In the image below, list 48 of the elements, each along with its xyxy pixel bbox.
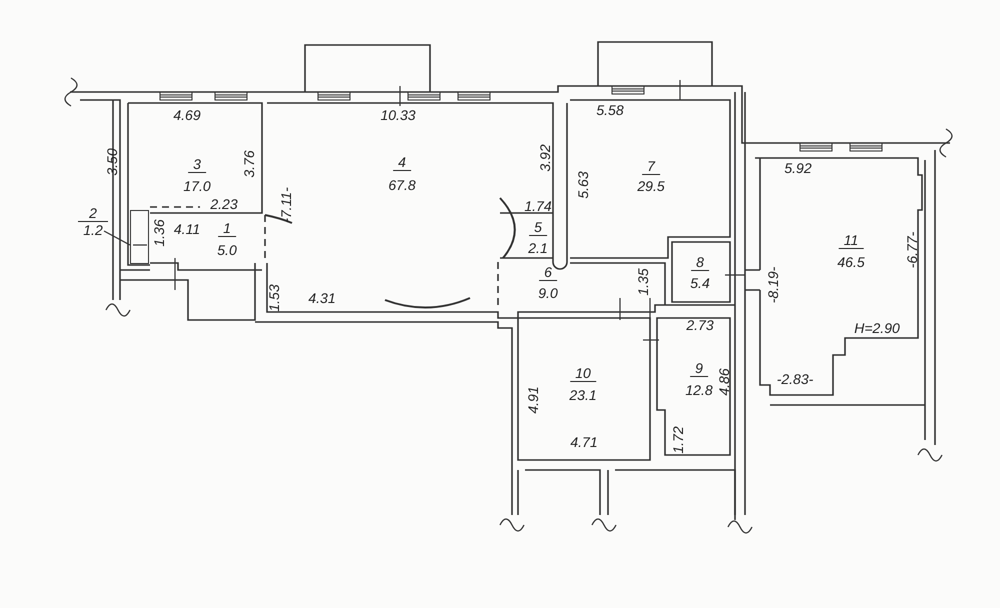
dimension-label: 5.4: [690, 276, 710, 290]
dimension-label: -7.11-: [279, 187, 293, 223]
dimension-label: 5.0: [217, 243, 237, 257]
dimension-label: 1.35: [636, 268, 650, 296]
dimension-label: 5.58: [596, 103, 624, 117]
dimension-label: -6.77-: [905, 232, 919, 268]
dimension-label: 4.86: [717, 368, 731, 396]
dimension-label: 1.36: [152, 219, 166, 247]
closet-box: [130, 210, 149, 264]
dimension-label: -8.19-: [766, 266, 780, 304]
dimension-label: 5.92: [784, 161, 812, 175]
room-number: 1: [218, 221, 236, 237]
room-number: 8: [691, 255, 709, 271]
leader-line: [104, 230, 130, 246]
room-number: 11: [838, 233, 864, 249]
dimension-label: 2.73: [686, 318, 714, 332]
dimension-label: 3.50: [105, 148, 119, 176]
dimension-label: 23.1: [569, 388, 597, 402]
dimension-label: 3.92: [538, 144, 552, 172]
dimension-label: 46.5: [837, 255, 865, 269]
dimension-label: 4.69: [173, 108, 201, 122]
dimension-label: 5.63: [576, 171, 590, 199]
room-number: 10: [570, 366, 596, 382]
room-number: 3: [188, 157, 206, 173]
dimension-label: -2.83-: [776, 372, 814, 386]
room-number: 4: [393, 155, 411, 171]
dimension-label: 12.8: [685, 383, 713, 397]
dimension-label: 3.76: [242, 150, 256, 178]
dimension-label: 1.53: [267, 284, 281, 312]
dimension-label: H=2.90: [854, 321, 900, 335]
dimension-label: 2.1: [528, 241, 548, 255]
dimension-label: 1.74: [524, 199, 552, 213]
dimension-label: 4.71: [570, 435, 598, 449]
room-number: 7: [642, 159, 660, 175]
room-label: 2 1.2: [78, 205, 108, 251]
dimension-label: 4.31: [308, 291, 336, 305]
dimension-label: 4.11: [174, 222, 200, 236]
dimension-label: 1.72: [671, 426, 685, 454]
dimension-label: 9.0: [538, 286, 558, 300]
dimension-label: 4.91: [526, 386, 540, 414]
dimension-label: 17.0: [183, 179, 211, 193]
dimension-label: 67.8: [388, 178, 416, 192]
room-number: 9: [690, 361, 708, 377]
room-number: 6: [539, 265, 557, 281]
dimension-label: 2.23: [210, 197, 238, 211]
dimension-label: 10.33: [380, 108, 416, 122]
dimension-label: 29.5: [637, 179, 665, 193]
room-number: 5: [529, 220, 547, 236]
